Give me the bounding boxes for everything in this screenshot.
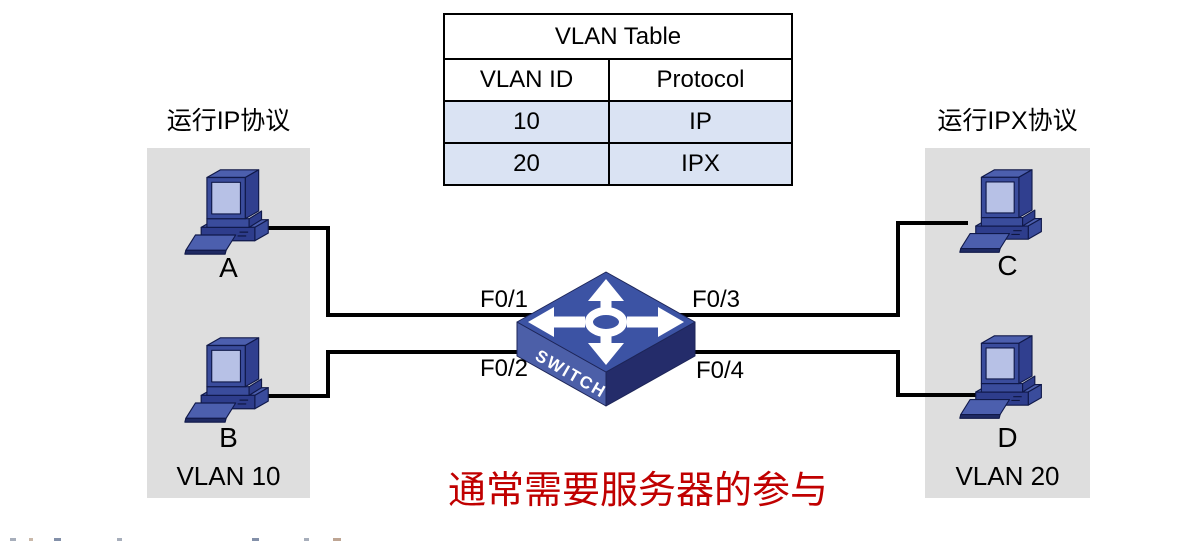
wire-b-to-switch <box>326 350 546 354</box>
vlan-table: VLAN Table VLAN ID Protocol 10 IP 20 IPX <box>443 13 793 186</box>
wire-c-from-switch <box>650 313 900 317</box>
clipped-text-remnant <box>54 538 61 541</box>
right-panel-title: 运行IPX协议 <box>937 107 1078 135</box>
wire-c-horizontal <box>896 221 968 225</box>
vlan-20-label: VLAN 20 <box>955 461 1060 491</box>
host-label-d: D <box>997 422 1018 453</box>
wire-a-vertical <box>326 226 330 317</box>
wire-a-to-switch <box>326 313 546 317</box>
host-label-a: A <box>219 252 238 283</box>
switch-icon: SWITCH <box>516 271 696 407</box>
clipped-text-remnant <box>10 538 16 541</box>
wire-b-vertical <box>326 350 330 398</box>
left-panel-title: 运行IP协议 <box>166 107 291 135</box>
vlan-10-label: VLAN 10 <box>176 461 281 491</box>
vlan-table-cell-id-10: 10 <box>443 100 610 144</box>
wire-c-vertical <box>896 221 900 317</box>
vlan-table-cell-proto-ip: IP <box>608 100 793 144</box>
computer-icon-host-b <box>170 334 286 426</box>
vlan-table-header-vlan-id: VLAN ID <box>443 58 610 102</box>
table-row: 10 IP <box>443 100 793 144</box>
vlan-table-header-protocol: Protocol <box>608 58 793 102</box>
switch-arrows-icon <box>528 279 684 365</box>
wire-b-horizontal <box>266 394 330 398</box>
clipped-text-remnant <box>29 538 33 541</box>
clipped-text-remnant <box>304 538 309 541</box>
vlan-table-title: VLAN Table <box>443 13 793 60</box>
computer-icon-host-a <box>170 166 286 258</box>
vlan-table-cell-proto-ipx: IPX <box>608 142 793 186</box>
wire-d-horizontal <box>896 393 988 397</box>
table-row: 20 IPX <box>443 142 793 186</box>
host-label-b: B <box>219 422 238 453</box>
port-label-f0-3: F0/3 <box>692 286 741 313</box>
computer-icon-host-d <box>946 332 1058 422</box>
clipped-text-remnant <box>252 538 259 541</box>
port-label-f0-2: F0/2 <box>480 355 529 382</box>
wire-d-vertical <box>896 350 900 397</box>
host-label-c: C <box>997 250 1018 281</box>
clipped-text-remnant <box>117 538 122 541</box>
computer-icon-host-c <box>946 166 1058 256</box>
wire-a-horizontal <box>252 226 330 230</box>
switch-top-face <box>516 271 696 373</box>
port-label-f0-4: F0/4 <box>696 357 745 384</box>
clipped-text-remnant <box>333 538 341 541</box>
port-label-f0-1: F0/1 <box>480 286 529 313</box>
vlan-table-cell-id-20: 20 <box>443 142 610 186</box>
caption-text: 通常需要服务器的参与 <box>447 470 828 512</box>
wire-d-from-switch <box>650 350 900 354</box>
